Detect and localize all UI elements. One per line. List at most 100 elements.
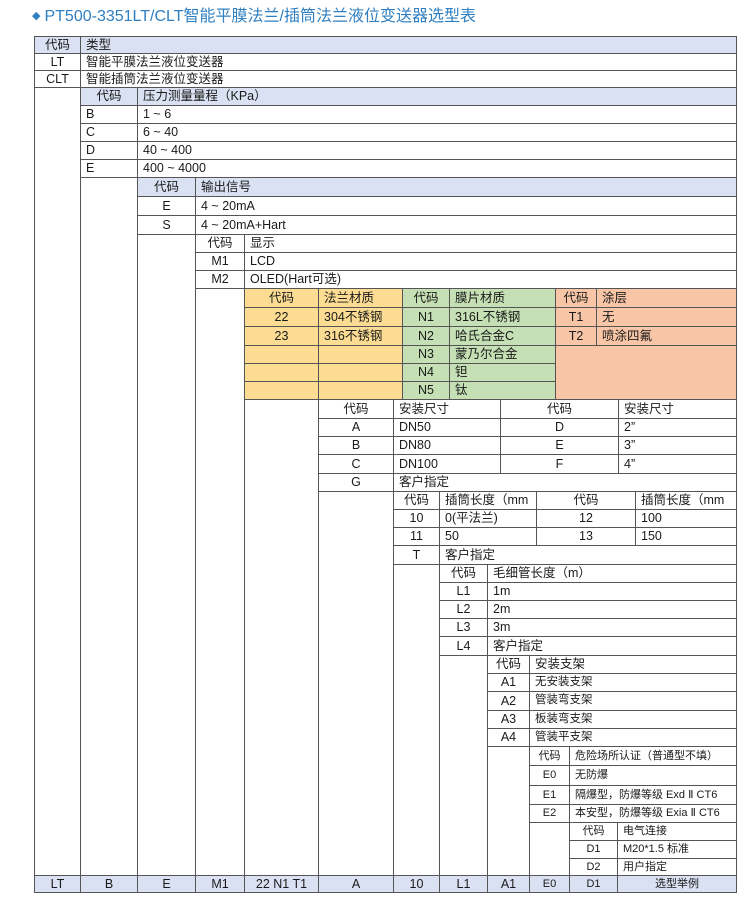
hdr-range: 压力测量量程（KPa） <box>137 87 737 106</box>
hdr-tube-code-2: 代码 <box>536 491 636 510</box>
electric-d2: 用户指定 <box>617 858 737 876</box>
hdr-flange: 法兰材质 <box>318 288 403 308</box>
diaphragm-n1: 316L不锈钢 <box>449 307 556 327</box>
tube-11: 50 <box>439 527 537 546</box>
range-e: 400 ~ 4000 <box>137 159 737 178</box>
hdr-range-code: 代码 <box>80 87 138 106</box>
hdr-signal-code: 代码 <box>137 177 196 197</box>
tube-code-10: 10 <box>393 509 440 528</box>
hdr-explosion-code: 代码 <box>529 746 570 766</box>
flange-empty-3 <box>244 363 319 382</box>
mount-a: DN50 <box>393 418 501 437</box>
mount-code-e: E <box>500 436 619 455</box>
mount-c: DN100 <box>393 454 501 474</box>
example-label: 选型举例 <box>617 875 737 893</box>
display-m2: OLED(Hart可选) <box>244 270 737 289</box>
capillary-l3: 3m <box>487 618 737 637</box>
flange-23: 316不锈钢 <box>318 326 403 346</box>
diaphragm-n4: 钽 <box>449 363 556 382</box>
coating-t1: 无 <box>596 307 737 327</box>
range-c: 6 ~ 40 <box>137 123 737 142</box>
tube-13: 150 <box>635 527 737 546</box>
example-e0: E0 <box>529 875 570 893</box>
coating-code-t1: T1 <box>555 307 597 327</box>
diaphragm-n5: 钛 <box>449 381 556 400</box>
col-blank-7 <box>393 564 440 876</box>
explosion-e2: 本安型，防爆等级 Exia Ⅱ CT6 <box>569 804 737 823</box>
capillary-l4: 客户指定 <box>487 636 737 656</box>
mount-code-b: B <box>318 436 394 455</box>
col-blank-4 <box>195 288 245 876</box>
hdr-diaphragm: 膜片材质 <box>449 288 556 308</box>
hdr-diaphragm-code: 代码 <box>402 288 450 308</box>
type-lt: 智能平膜法兰液位变送器 <box>80 53 737 71</box>
flange-empty-4 <box>318 363 403 382</box>
page-title: ◆PT500-3351LT/CLT智能平膜法兰/插筒法兰液位变送器选型表 <box>32 6 476 28</box>
example-b: B <box>80 875 138 893</box>
explosion-code-e0: E0 <box>529 765 570 786</box>
type-code-lt: LT <box>34 53 81 71</box>
mount-e: 3” <box>618 436 737 455</box>
type-code-clt: CLT <box>34 70 81 88</box>
signal-code-s: S <box>137 215 196 235</box>
hdr-coating-code: 代码 <box>555 288 597 308</box>
flange-22: 304不锈钢 <box>318 307 403 327</box>
bracket-a3: 板装弯支架 <box>529 710 737 729</box>
col-blank-6 <box>318 491 394 876</box>
col-blank-1 <box>34 87 81 876</box>
col-blank-9 <box>487 746 530 876</box>
hdr-explosion: 危险场所认证（普通型不填） <box>569 746 737 766</box>
mount-code-g: G <box>318 473 394 492</box>
coating-code-t2: T2 <box>555 326 597 346</box>
electric-code-d1: D1 <box>569 840 618 859</box>
hdr-bracket-code: 代码 <box>487 655 530 674</box>
hdr-tube-2: 插筒长度（mm <box>635 491 737 510</box>
hdr-bracket: 安装支架 <box>529 655 737 674</box>
diaphragm-n3: 蒙乃尔合金 <box>449 345 556 364</box>
type-clt: 智能插筒法兰液位变送器 <box>80 70 737 88</box>
diaphragm-code-n1: N1 <box>402 307 450 327</box>
capillary-code-l3: L3 <box>439 618 488 637</box>
example-l1: L1 <box>439 875 488 893</box>
bracket-code-a4: A4 <box>487 728 530 747</box>
tube-code-t: T <box>393 545 440 565</box>
hdr-coating: 涂层 <box>596 288 737 308</box>
range-b: 1 ~ 6 <box>137 105 737 124</box>
capillary-l1: 1m <box>487 582 737 601</box>
mount-g: 客户指定 <box>393 473 737 492</box>
signal-s: 4 ~ 20mA+Hart <box>195 215 737 235</box>
hdr-mount-code-2: 代码 <box>500 399 619 419</box>
coating-t2: 喷涂四氟 <box>596 326 737 346</box>
bracket-code-a3: A3 <box>487 710 530 729</box>
example-m1: M1 <box>195 875 245 893</box>
mount-d: 2” <box>618 418 737 437</box>
mount-f: 4” <box>618 454 737 474</box>
range-code-c: C <box>80 123 138 142</box>
explosion-code-e2: E2 <box>529 804 570 823</box>
bracket-code-a2: A2 <box>487 691 530 711</box>
mount-b: DN80 <box>393 436 501 455</box>
tube-10: 0(平法兰) <box>439 509 537 528</box>
hdr-flange-code: 代码 <box>244 288 319 308</box>
capillary-code-l4: L4 <box>439 636 488 656</box>
range-code-d: D <box>80 141 138 160</box>
explosion-code-e1: E1 <box>529 785 570 805</box>
diaphragm-code-n4: N4 <box>402 363 450 382</box>
example-d1: D1 <box>569 875 618 893</box>
capillary-l2: 2m <box>487 600 737 619</box>
display-code-m1: M1 <box>195 252 245 271</box>
flange-empty-5 <box>244 381 319 400</box>
capillary-code-l1: L1 <box>439 582 488 601</box>
col-blank-5 <box>244 399 319 876</box>
col-blank-3 <box>137 234 196 876</box>
display-code-m2: M2 <box>195 270 245 289</box>
hdr-tube-code: 代码 <box>393 491 440 510</box>
hdr-capillary-code: 代码 <box>439 564 488 583</box>
bracket-a2: 管装弯支架 <box>529 691 737 711</box>
display-m1: LCD <box>244 252 737 271</box>
diaphragm-code-n2: N2 <box>402 326 450 346</box>
diaphragm-code-n5: N5 <box>402 381 450 400</box>
hdr-type-code: 代码 <box>34 36 81 54</box>
example-a: A <box>318 875 394 893</box>
